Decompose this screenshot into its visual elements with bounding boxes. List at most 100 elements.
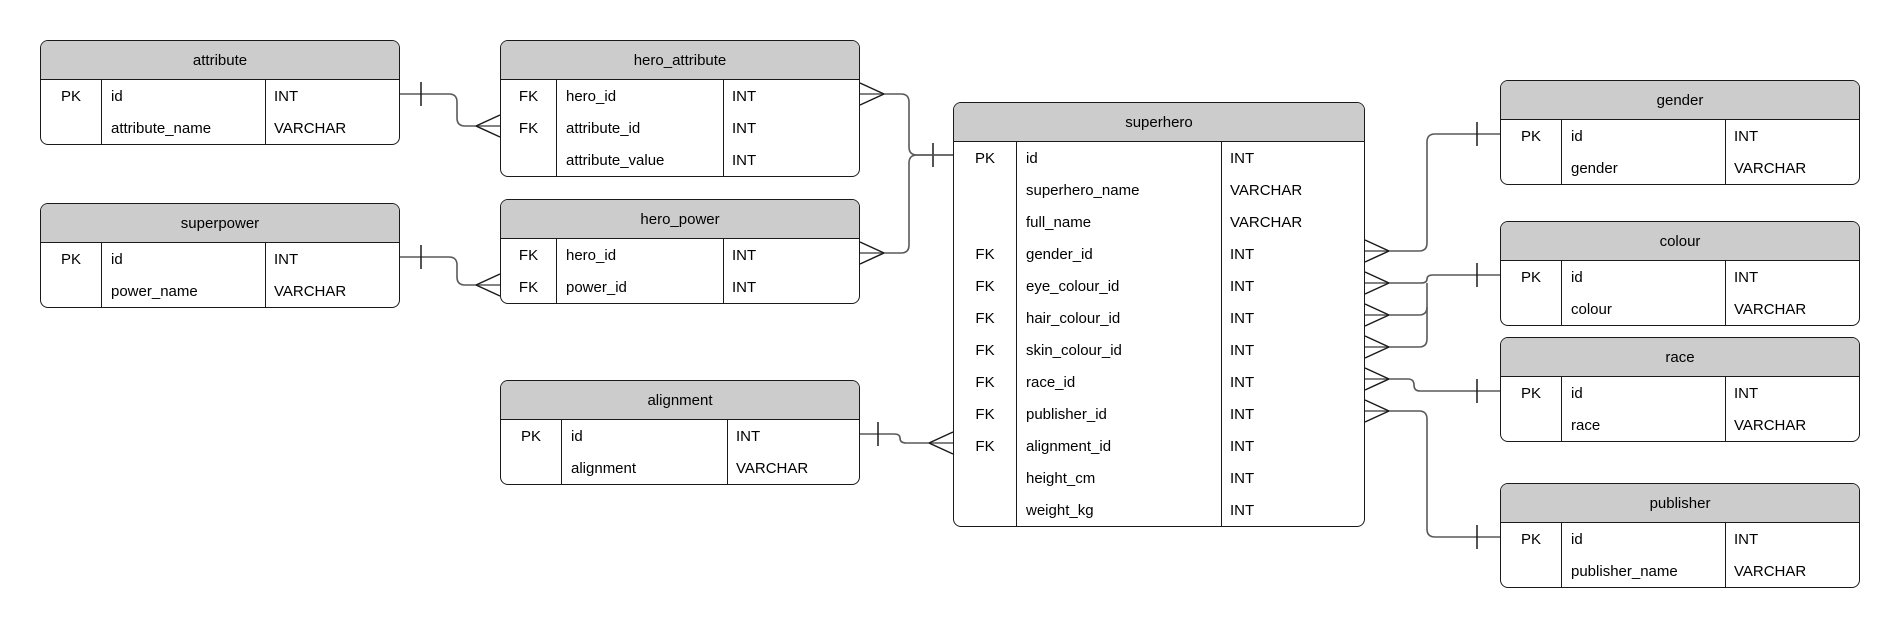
table-row-colour-id[interactable]: PK id INT <box>1501 261 1859 293</box>
table-alignment[interactable]: alignment PK id INT alignment VARCHAR <box>500 380 860 485</box>
table-row-superhero-race_id[interactable]: FK race_id INT <box>954 366 1364 398</box>
key-constraint-cell <box>41 112 102 144</box>
connector-superhero.id-to-hero_power.hero_id[interactable] <box>859 154 953 265</box>
column-type-cell: INT <box>1230 437 1255 455</box>
column-type-cell: VARCHAR <box>1734 416 1807 434</box>
table-row-superhero-gender_id[interactable]: FK gender_id INT <box>954 238 1364 270</box>
column-name-cell: id <box>102 80 266 112</box>
table-row-attribute-attribute_name[interactable]: attribute_name VARCHAR <box>41 112 399 144</box>
key-constraint-cell: FK <box>501 112 557 144</box>
table-row-race-id[interactable]: PK id INT <box>1501 377 1859 409</box>
column-type-cell: INT <box>732 278 757 296</box>
connector-superpower.id-to-hero_power.power_id[interactable] <box>400 245 501 297</box>
column-name-cell: id <box>1562 377 1726 409</box>
column-type-cell: INT <box>1230 501 1255 519</box>
column-name-cell: hero_id <box>557 239 724 271</box>
connector-gender.id-to-superhero.gender_id[interactable] <box>1364 122 1500 263</box>
table-title: hero_attribute <box>501 41 859 80</box>
table-row-superhero-alignment_id[interactable]: FK alignment_id INT <box>954 430 1364 462</box>
table-row-alignment-alignment[interactable]: alignment VARCHAR <box>501 452 859 484</box>
table-title: superpower <box>41 204 399 243</box>
relationship-line <box>400 93 500 127</box>
table-row-hero_attribute-attribute_id[interactable]: FK attribute_id INT <box>501 112 859 144</box>
table-row-superpower-id[interactable]: PK id INT <box>41 243 399 275</box>
table-row-superhero-weight_kg[interactable]: weight_kg INT <box>954 494 1364 526</box>
table-row-superpower-power_name[interactable]: power_name VARCHAR <box>41 275 399 307</box>
table-row-attribute-id[interactable]: PK id INT <box>41 80 399 112</box>
table-attribute[interactable]: attribute PK id INT attribute_name VARCH… <box>40 40 400 145</box>
table-row-superhero-hair_colour_id[interactable]: FK hair_colour_id INT <box>954 302 1364 334</box>
table-superpower[interactable]: superpower PK id INT power_name VARCHAR <box>40 203 400 308</box>
connector-colour.id-to-superhero.hair_colour_id[interactable] <box>1364 283 1428 327</box>
table-body: PK id INT attribute_name VARCHAR <box>41 80 399 144</box>
column-name-cell: id <box>1562 120 1726 152</box>
column-name-cell: power_name <box>102 275 266 307</box>
connector-race.id-to-superhero.race_id[interactable] <box>1364 367 1500 403</box>
key-constraint-cell <box>1501 409 1562 441</box>
column-type-cell: VARCHAR <box>1734 159 1807 177</box>
table-row-publisher-publisher_name[interactable]: publisher_name VARCHAR <box>1501 555 1859 587</box>
table-row-hero_attribute-hero_id[interactable]: FK hero_id INT <box>501 80 859 112</box>
column-name-cell: weight_kg <box>1017 494 1222 526</box>
key-constraint-cell <box>1501 152 1562 184</box>
column-name-cell: id <box>102 243 266 275</box>
column-type-cell: INT <box>1230 373 1255 391</box>
table-row-superhero-height_cm[interactable]: height_cm INT <box>954 462 1364 494</box>
table-row-gender-id[interactable]: PK id INT <box>1501 120 1859 152</box>
key-constraint-cell <box>1501 293 1562 325</box>
column-name-cell: alignment_id <box>1017 430 1222 462</box>
table-title: gender <box>1501 81 1859 120</box>
connector-colour.id-to-superhero.eye_colour_id[interactable] <box>1364 263 1500 295</box>
key-constraint-cell <box>954 494 1017 526</box>
table-row-alignment-id[interactable]: PK id INT <box>501 420 859 452</box>
table-publisher[interactable]: publisher PK id INT publisher_name VARCH… <box>1500 483 1860 588</box>
key-constraint-cell: FK <box>954 398 1017 430</box>
table-row-superhero-full_name[interactable]: full_name VARCHAR <box>954 206 1364 238</box>
column-name-cell: attribute_value <box>557 144 724 176</box>
column-type-cell: INT <box>1230 149 1255 167</box>
column-name-cell: attribute_name <box>102 112 266 144</box>
table-race[interactable]: race PK id INT race VARCHAR <box>1500 337 1860 442</box>
table-row-gender-gender[interactable]: gender VARCHAR <box>1501 152 1859 184</box>
table-row-superhero-skin_colour_id[interactable]: FK skin_colour_id INT <box>954 334 1364 366</box>
crows-foot-many-marker <box>1364 271 1390 295</box>
table-row-superhero-eye_colour_id[interactable]: FK eye_colour_id INT <box>954 270 1364 302</box>
column-type-cell: INT <box>1734 530 1759 548</box>
column-type-cell: INT <box>1230 469 1255 487</box>
column-name-cell: skin_colour_id <box>1017 334 1222 366</box>
column-name-cell: id <box>562 420 728 452</box>
table-row-hero_power-power_id[interactable]: FK power_id INT <box>501 271 859 303</box>
table-row-hero_attribute-attribute_value[interactable]: attribute_value INT <box>501 144 859 176</box>
table-hero_attribute[interactable]: hero_attribute FK hero_id INT FK attribu… <box>500 40 860 177</box>
table-row-race-race[interactable]: race VARCHAR <box>1501 409 1859 441</box>
key-constraint-cell: PK <box>41 80 102 112</box>
connector-alignment.id-to-superhero.alignment_id[interactable] <box>860 422 954 455</box>
connector-colour.id-to-superhero.skin_colour_id[interactable] <box>1364 307 1428 359</box>
column-name-cell: gender_id <box>1017 238 1222 270</box>
table-row-superhero-id[interactable]: PK id INT <box>954 142 1364 174</box>
column-type-cell: INT <box>732 246 757 264</box>
crows-foot-many-marker <box>1364 335 1390 359</box>
connector-superhero.id-to-hero_attribute.hero_id[interactable] <box>859 82 953 167</box>
table-colour[interactable]: colour PK id INT colour VARCHAR <box>1500 221 1860 326</box>
column-type-cell: INT <box>736 427 761 445</box>
table-row-publisher-id[interactable]: PK id INT <box>1501 523 1859 555</box>
connector-publisher.id-to-superhero.publisher_id[interactable] <box>1364 399 1500 549</box>
table-gender[interactable]: gender PK id INT gender VARCHAR <box>1500 80 1860 185</box>
key-constraint-cell: FK <box>501 239 557 271</box>
crows-foot-many-marker <box>1364 303 1390 327</box>
connector-attribute.id-to-hero_attribute.attribute_id[interactable] <box>400 82 501 138</box>
column-name-cell: id <box>1017 142 1222 174</box>
table-row-colour-colour[interactable]: colour VARCHAR <box>1501 293 1859 325</box>
table-superhero[interactable]: superhero PK id INT superhero_name VARCH… <box>953 102 1365 527</box>
table-body: PK id INT gender VARCHAR <box>1501 120 1859 184</box>
key-constraint-cell: FK <box>954 334 1017 366</box>
table-row-hero_power-hero_id[interactable]: FK hero_id INT <box>501 239 859 271</box>
column-type-cell: INT <box>274 250 299 268</box>
table-row-superhero-publisher_id[interactable]: FK publisher_id INT <box>954 398 1364 430</box>
table-row-superhero-superhero_name[interactable]: superhero_name VARCHAR <box>954 174 1364 206</box>
table-hero_power[interactable]: hero_power FK hero_id INT FK power_id IN… <box>500 199 860 304</box>
key-constraint-cell: FK <box>954 302 1017 334</box>
column-name-cell: height_cm <box>1017 462 1222 494</box>
